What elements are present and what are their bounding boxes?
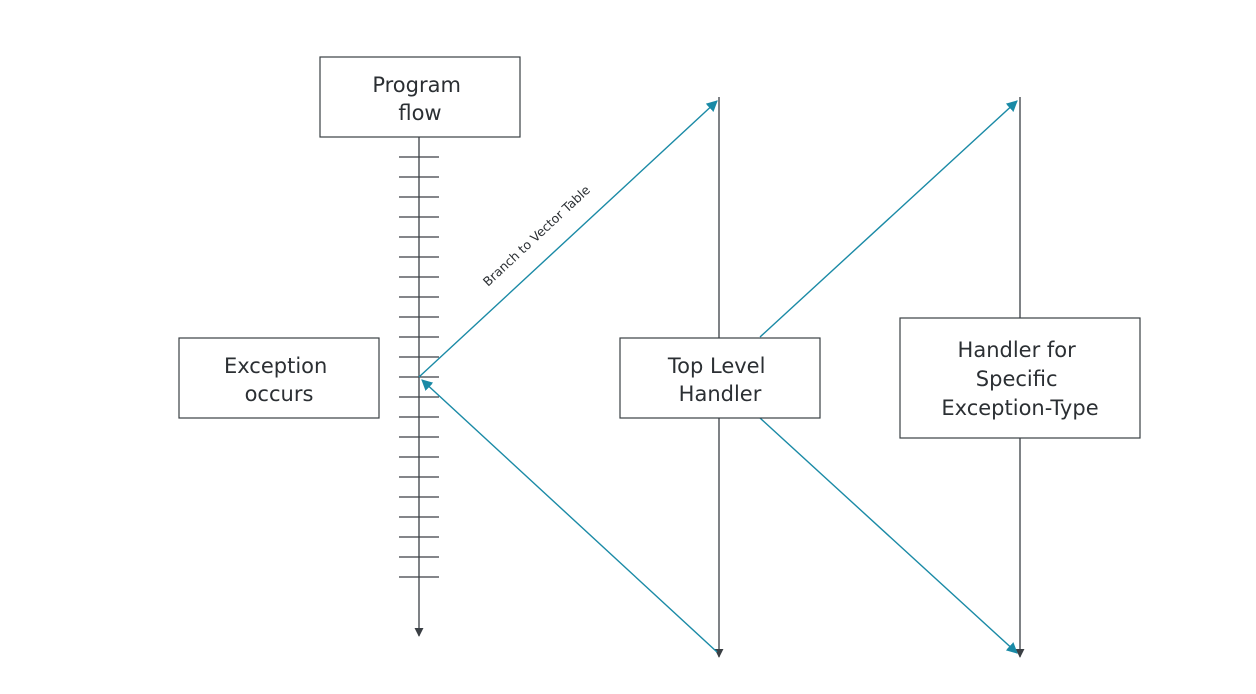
specific-handler-label: Handler for Specific Exception-Type [941,338,1098,420]
exception-occurs-label: Exception occurs [224,354,334,406]
specific-handler-box [899,317,1141,439]
top-to-specific-arrow [759,100,1018,338]
branch-to-vector-table-arrow [418,100,718,378]
program-flow-box [319,56,521,138]
top-level-handler-box [619,337,821,419]
specific-return-arrow [759,417,1018,654]
return-arrow [421,379,718,653]
top-level-handler-label: Top Level Handler [667,354,772,406]
exception-occurs-box [178,337,380,419]
branch-label: Branch to Vector Table [480,182,593,289]
program-flow-label: Program flow [372,73,467,125]
